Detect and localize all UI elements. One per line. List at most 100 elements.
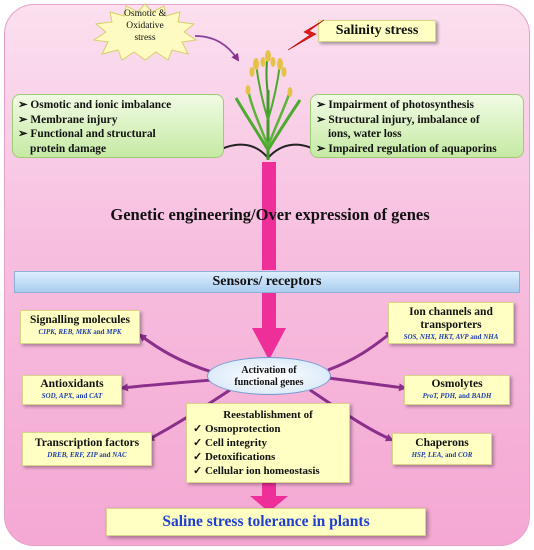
osmotic-line-2: Oxidative [126,21,164,31]
main-pink-shaft [262,162,276,270]
and-word: and [99,451,111,459]
antioxidants-genes: SOD, APX, and CAT [41,392,103,400]
signalling-genes: CIPK, REB, MKK and MPK [38,328,122,336]
transcription-title: Transcription factors [34,437,140,449]
reestablishment-item-2-text: Cell integrity [204,437,267,449]
reestablishment-item-4: ✓ Cellular ion homeostasis [193,464,343,478]
left-effect-3: ➢ Functional and structural [18,128,156,140]
gene-apx: APX [58,392,73,400]
salinity-stress-box: Salinity stress [318,20,436,42]
reestablishment-item-3-text: Detoxifications [204,451,276,463]
and-word: and [470,333,482,341]
osmotic-line-3: stress [134,33,156,43]
check-icon: ✓ [193,423,203,435]
left-effects-box: ➢ Osmotic and ionic imbalance ➢ Membrane… [12,94,224,158]
gene-hkt: HKT [438,333,453,341]
arrow-to-signalling [138,333,213,374]
osmolytes-title: Osmolytes [431,378,483,390]
gene-nac: NAC [112,451,127,459]
sensors-receptors-label: Sensors/ receptors [212,274,322,289]
osmotic-burst-label: Osmotic & Oxidative stress [112,8,178,44]
arrow-to-chaperons [309,388,394,442]
gene-prot: ProT [422,392,437,400]
left-effect-1-text: Osmotic and ionic imbalance [30,99,172,111]
arrow-to-ion-channels [327,330,394,372]
salinity-stress-title: Salinity stress [335,23,419,38]
right-effect-3: ions, water loss [328,128,402,140]
left-effect-4: protein damage [30,142,107,155]
chaperons-box: Chaperons HSP, LEA, and COR [392,433,492,465]
gene-nha: NHA [483,333,499,341]
reestablishment-item-1-text: Osmoprotection [204,423,281,435]
rice-plant-icon [234,50,302,160]
arrow-to-antioxidants [120,378,213,392]
gene-hsp: HSP [411,451,425,459]
gene-cor: COR [457,451,473,459]
ion-channels-genes: SOS, NHX, HKT, AVP and NHA [403,333,499,341]
reestablishment-item-2: ✓ Cell integrity [193,436,343,450]
antioxidants-title: Antioxidants [40,378,104,390]
osmolytes-genes: ProT, PDH, and BADH [422,392,492,400]
ion-channels-box: Ion channels and transporters SOS, NHX, … [388,302,514,344]
activation-line-2: functional genes [234,377,304,388]
right-effect-4-text: Impaired regulation of aquaporins [328,142,497,155]
reestablishment-item-4-text: Cellular ion homeostasis [204,465,320,477]
activation-arrow-head [252,328,286,360]
gene-avp: AVP [455,333,469,341]
transcription-box: Transcription factors DREB, ERF, ZIP and… [22,432,152,466]
gene-lea: LEA [427,451,442,459]
and-word: and [93,328,105,336]
arrow-to-osmolytes [327,376,407,392]
signalling-title: Signalling molecules [30,314,130,326]
left-effect-1: ➢ Osmotic and ionic imbalance [18,99,172,111]
gene-mkk: MKK [75,328,92,336]
ion-channels-title-1: Ion channels and [409,306,493,318]
burst-to-plant-arrow [194,35,240,62]
left-effect-3-text: Functional and structural [30,128,156,140]
gene-pdh: PDH [440,392,456,400]
reestablishment-box: Reestablishment of ✓ Osmoprotection ✓ Ce… [186,403,350,483]
reestablishment-title: Reestablishment of [223,409,313,421]
right-effects-box: ➢ Impairment of photosynthesis ➢ Structu… [310,94,524,158]
gene-nhx: NHX [419,333,436,341]
gene-reb: REB [58,328,73,336]
right-effect-2-text: Structural injury, imbalance of [328,113,480,126]
and-word: and [458,392,470,400]
gene-badh: BADH [471,392,492,400]
outcome-text: Saline stress tolerance in plants [162,513,370,530]
left-effect-2: ➢ Membrane injury [18,113,118,126]
outcome-shaft [262,478,276,498]
chaperons-title: Chaperons [415,437,469,449]
check-icon: ✓ [193,465,203,477]
gene-zip: ZIP [86,451,98,459]
and-word: and [76,392,88,400]
check-icon: ✓ [193,451,203,463]
transcription-genes: DREB, ERF, ZIP and NAC [47,451,127,459]
reestablishment-item-1: ✓ Osmoprotection [193,422,343,436]
outcome-arrow-head [250,496,288,512]
gene-mpk: MPK [106,328,122,336]
sensors-receptors-bar: Sensors/ receptors [14,271,520,293]
osmotic-line-1: Osmotic & [124,9,166,19]
left-effect-2-text: Membrane injury [30,113,118,126]
gene-cipk: CIPK [38,328,55,336]
check-icon: ✓ [193,437,203,449]
osmotic-burst-shape [92,3,198,61]
gene-cat: CAT [89,392,103,400]
genetic-engineering-heading: Genetic engineering/Over expression of g… [110,205,430,224]
and-word: and [444,451,457,459]
outcome-box: Saline stress tolerance in plants [106,508,426,536]
right-effect-4: ➢ Impaired regulation of aquaporins [316,142,497,155]
gene-sod: SOD [41,392,56,400]
reestablishment-item-3: ✓ Detoxifications [193,450,343,464]
sensor-to-activation-shaft [262,292,276,330]
ion-channels-title-2: transporters [420,319,482,331]
activation-line-1: Activation of [241,365,297,376]
antioxidants-box: Antioxidants SOD, APX, and CAT [22,375,122,405]
right-effect-1: ➢ Impairment of photosynthesis [316,99,474,111]
signalling-box: Signalling molecules CIPK, REB, MKK and … [20,310,140,344]
gene-dreb: DREB [47,451,67,459]
osmolytes-box: Osmolytes ProT, PDH, and BADH [404,375,510,405]
activation-ellipse: Activation of functional genes [207,357,331,395]
gene-erf: ERF [69,451,83,459]
